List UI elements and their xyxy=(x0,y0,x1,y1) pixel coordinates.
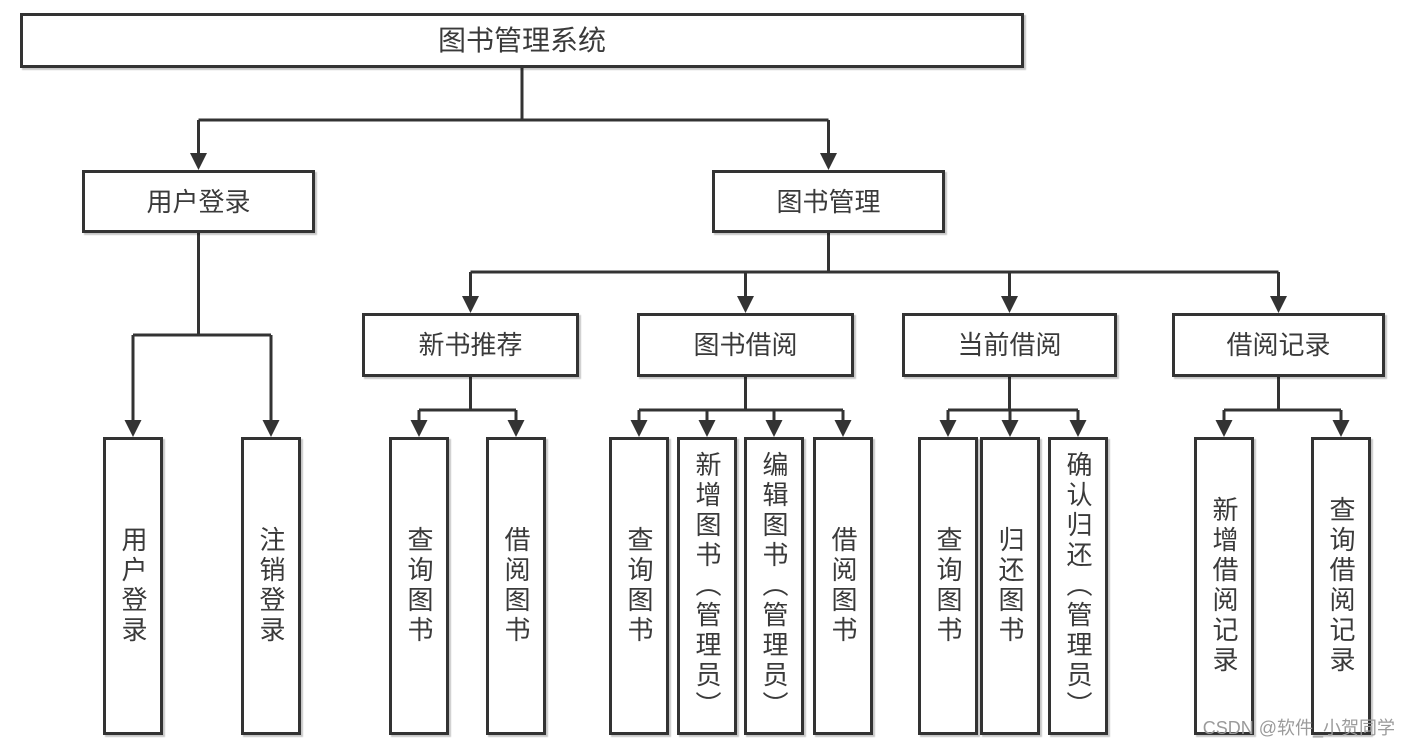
leaf-current-query-books-label: 查询图书 xyxy=(933,526,963,646)
leaf-add-books-admin-label: 新增图书（管理员） xyxy=(692,451,722,721)
leaf-recommend-borrow-books-label: 借阅图书 xyxy=(501,526,531,646)
leaf-borrowing-query-books: 查询图书 xyxy=(609,437,669,735)
node-user-login: 用户登录 xyxy=(82,170,315,233)
leaf-borrow-books-label: 借阅图书 xyxy=(828,526,858,646)
leaf-borrowing-query-books-label: 查询图书 xyxy=(624,526,654,646)
leaf-add-borrow-record: 新增借阅记录 xyxy=(1194,437,1254,735)
leaf-add-books-admin: 新增图书（管理员） xyxy=(677,437,737,735)
leaf-borrow-books: 借阅图书 xyxy=(813,437,873,735)
node-current-borrowing: 当前借阅 xyxy=(902,313,1117,377)
leaf-return-books: 归还图书 xyxy=(980,437,1040,735)
leaf-edit-books-admin-label: 编辑图书（管理员） xyxy=(759,451,789,721)
leaf-query-borrow-record-label: 查询借阅记录 xyxy=(1326,496,1356,676)
node-book-borrowing-label: 图书借阅 xyxy=(693,330,798,360)
node-book-management: 图书管理 xyxy=(712,170,945,233)
leaf-recommend-borrow-books: 借阅图书 xyxy=(486,437,546,735)
leaf-query-borrow-record: 查询借阅记录 xyxy=(1311,437,1371,735)
connector-shafts xyxy=(131,66,1343,425)
leaf-confirm-return-admin: 确认归还（管理员） xyxy=(1048,437,1108,735)
leaf-add-borrow-record-label: 新增借阅记录 xyxy=(1209,496,1239,676)
leaf-return-books-label: 归还图书 xyxy=(995,526,1025,646)
leaf-user-login: 用户登录 xyxy=(103,437,163,735)
leaf-edit-books-admin: 编辑图书（管理员） xyxy=(744,437,804,735)
node-book-management-label: 图书管理 xyxy=(776,186,881,217)
node-book-borrowing: 图书借阅 xyxy=(637,313,854,377)
node-library-system: 图书管理系统 xyxy=(20,13,1024,68)
node-current-borrowing-label: 当前借阅 xyxy=(957,330,1062,360)
node-library-system-label: 图书管理系统 xyxy=(437,24,606,56)
node-new-book-recommendation-label: 新书推荐 xyxy=(418,330,523,360)
leaf-logout: 注销登录 xyxy=(241,437,301,735)
watermark: CSDN @软件_小贺同学 xyxy=(1202,718,1395,738)
leaf-confirm-return-admin-label: 确认归还（管理员） xyxy=(1063,451,1093,721)
node-user-login-label: 用户登录 xyxy=(146,186,251,217)
leaf-current-query-books: 查询图书 xyxy=(918,437,978,735)
leaf-user-login-label: 用户登录 xyxy=(118,526,148,646)
node-borrowing-records-label: 借阅记录 xyxy=(1226,330,1331,360)
node-borrowing-records: 借阅记录 xyxy=(1172,313,1385,377)
leaf-recommend-query-books-label: 查询图书 xyxy=(404,526,434,646)
leaf-logout-label: 注销登录 xyxy=(256,526,286,646)
leaf-recommend-query-books: 查询图书 xyxy=(389,437,449,735)
node-new-book-recommendation: 新书推荐 xyxy=(362,313,579,377)
